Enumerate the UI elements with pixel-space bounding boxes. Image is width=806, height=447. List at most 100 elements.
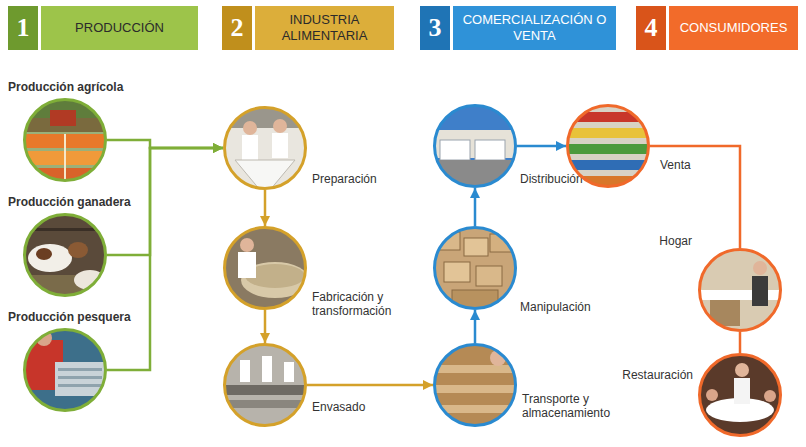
stage-title: CONSUMIDORES (669, 6, 798, 50)
step-label: Hogar (659, 234, 692, 248)
preparation-photo (223, 106, 307, 190)
step-label: Manipulación (520, 300, 591, 314)
photo-detail (566, 128, 650, 138)
step-label: Envasado (312, 400, 365, 414)
flow-connector (739, 332, 742, 353)
photo-detail (23, 213, 107, 297)
photo-detail (223, 385, 307, 395)
stage-photo-circle: Producción agrícola (23, 98, 107, 182)
photo-detail (475, 140, 505, 160)
photo-detail (223, 106, 307, 128)
handling-photo (433, 226, 517, 310)
stage-photo-circle: Fabricación y transformación (223, 226, 307, 310)
photo-detail (566, 144, 650, 154)
photo-detail (223, 400, 307, 408)
stage-photo-circle: Producción ganadera (23, 213, 107, 297)
photo-detail (68, 242, 88, 258)
photo-detail (273, 119, 287, 133)
step-label: Producción agrícola (8, 80, 123, 94)
step-label: Producción ganadera (8, 195, 131, 209)
home-photo (698, 248, 782, 332)
photo-detail (238, 252, 256, 278)
photo-detail (243, 121, 257, 135)
photo-detail (223, 106, 307, 190)
fishing-photo (23, 328, 107, 412)
photo-detail (50, 110, 76, 126)
photo-detail (64, 134, 66, 182)
stage-header: 4CONSUMIDORES (636, 6, 798, 50)
photo-detail (284, 362, 294, 382)
step-label: Distribución (520, 172, 583, 186)
photo-detail (438, 232, 460, 250)
stage-title: COMERCIALIZACIÓN O VENTA (453, 6, 616, 50)
photo-detail (23, 328, 107, 412)
photo-detail (58, 384, 102, 387)
photo-detail (240, 360, 250, 382)
photo-detail (698, 290, 782, 300)
stage-header: 1PRODUCCIÓN (8, 6, 198, 50)
photo-detail (262, 356, 272, 382)
photo-detail (28, 244, 72, 272)
stage-photo-circle: Transporte y almacenamiento (433, 343, 517, 427)
photo-detail (36, 248, 52, 260)
photo-detail (235, 160, 295, 190)
packaging-photo (223, 343, 307, 427)
photo-detail (23, 228, 107, 231)
photo-detail (223, 343, 307, 427)
photo-detail (735, 363, 749, 377)
photo-detail (764, 390, 776, 402)
photo-detail (23, 98, 107, 182)
farm-photo (23, 98, 107, 182)
photo-detail (566, 160, 650, 170)
stage-photo-circle: Hogar (698, 248, 782, 332)
stage-photo-circle: Restauración (698, 353, 782, 437)
stage-title: PRODUCCIÓN (41, 6, 198, 50)
photo-detail (272, 133, 288, 158)
stage-number: 4 (636, 6, 666, 50)
photo-detail (240, 238, 254, 252)
photo-detail (433, 405, 517, 413)
photo-detail (433, 365, 517, 373)
photo-detail (476, 266, 502, 286)
flow-connector (474, 188, 477, 226)
stage-photo-circle: Manipulación (433, 226, 517, 310)
photo-detail (734, 378, 750, 404)
photo-detail (58, 376, 102, 379)
stage-photo-circle: Envasado (223, 343, 307, 427)
stage-number: 1 (8, 6, 38, 50)
photo-detail (490, 234, 512, 252)
stage-photo-circle: Producción pesquera (23, 328, 107, 412)
distribution-photo (433, 104, 517, 188)
manufacturing-photo (223, 226, 309, 310)
photo-detail (433, 104, 517, 188)
step-label: Fabricación y transformación (312, 290, 407, 319)
photo-detail (36, 330, 52, 346)
photo-detail (223, 226, 307, 310)
photo-detail (433, 226, 517, 310)
cattle-photo (23, 213, 107, 297)
photo-detail (710, 300, 740, 326)
photo-detail (452, 290, 498, 308)
photo-detail (698, 248, 782, 332)
step-label: Producción pesquera (8, 310, 131, 324)
flow-connector (264, 310, 267, 343)
photo-detail (433, 343, 517, 427)
transport-photo (433, 343, 517, 427)
stage-header: 2INDUSTRIA ALIMENTARIA (222, 6, 394, 50)
flow-connector (264, 190, 267, 226)
photo-detail (58, 368, 102, 371)
photo-detail (242, 135, 258, 160)
stage-number: 2 (222, 6, 252, 50)
stage-photo-circle: Preparación (223, 106, 307, 190)
photo-detail (752, 276, 768, 306)
stage-photo-circle: Venta (566, 104, 650, 188)
photo-detail (74, 270, 106, 290)
flow-connector (474, 310, 477, 343)
photo-detail (444, 262, 470, 282)
flow-connector (517, 145, 566, 148)
photo-detail (490, 350, 506, 366)
step-label: Venta (660, 158, 691, 172)
flow-connector (650, 146, 740, 248)
photo-detail (753, 261, 767, 275)
